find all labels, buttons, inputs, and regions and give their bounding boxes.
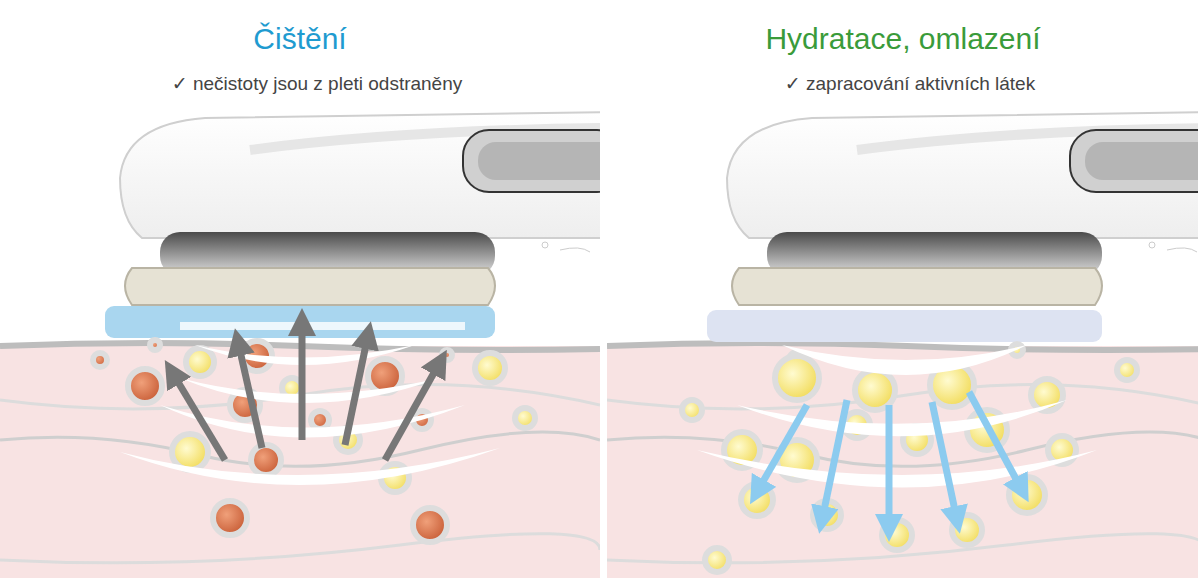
panel-heading: Hydratace, omlazení bbox=[765, 22, 1040, 56]
panel-note: ✓ zapracování aktivních látek bbox=[785, 72, 1035, 95]
panel-note: ✓ nečistoty jsou z pleti odstraněny bbox=[172, 72, 463, 95]
panel-heading: Čištění bbox=[253, 22, 346, 56]
